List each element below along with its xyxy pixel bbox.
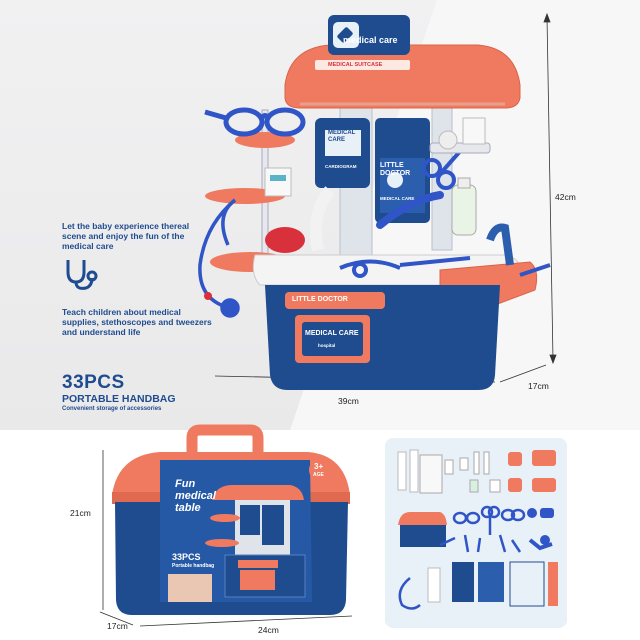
- feature-text-2: Teach children about medical supplies, s…: [62, 307, 212, 337]
- dimension-width-box: 24cm: [258, 625, 279, 635]
- dimension-lines-top: [214, 12, 557, 383]
- accessory-pieces: [397, 449, 558, 610]
- dimension-width-top: 39cm: [338, 396, 359, 406]
- toy-stethoscope: [198, 198, 240, 318]
- panel-screen: [325, 130, 361, 156]
- age-badge-circle: [309, 459, 331, 481]
- faucet: [486, 223, 514, 266]
- box-title-line3: table: [175, 502, 201, 514]
- dimension-depth-box: 17cm: [107, 621, 128, 631]
- doctor-board-sub: MEDICAL CARE: [380, 196, 415, 201]
- toy-tool-right: [519, 263, 551, 277]
- toy-medicine-right: [462, 117, 486, 145]
- dimension-lines-box: [99, 450, 353, 627]
- doctor-board-title: LITTLE DOCTOR: [380, 162, 411, 178]
- box-count: 33PCS: [172, 552, 201, 562]
- toy-hammer: [376, 191, 444, 229]
- headline-count: 33PCS: [62, 372, 125, 393]
- headline-caption: Convenient storage of accessories: [62, 406, 162, 412]
- toy-bowl: [265, 227, 305, 253]
- panel-title: MEDICAL CARE: [328, 130, 356, 143]
- lid-tag: [315, 60, 410, 70]
- lid-tag-text: MEDICAL SUITCASE: [328, 62, 383, 68]
- feature-text-1: Let the baby experience thereal scene an…: [62, 221, 190, 251]
- box-title-line2: medical: [175, 490, 216, 502]
- age-badge-sub: AGE: [313, 472, 324, 478]
- age-badge-text: 3+: [314, 462, 324, 471]
- front-banner-text: LITTLE DOCTOR: [292, 296, 348, 303]
- dimension-depth-top: 17cm: [528, 381, 549, 391]
- medicine-box: [264, 167, 292, 197]
- front-banner: [285, 292, 385, 309]
- dimension-height-top: 42cm: [555, 192, 576, 202]
- box-title-line1: Fun: [175, 478, 196, 490]
- box-subtitle: Portable handbag: [172, 563, 215, 569]
- lamp-arm: [309, 186, 335, 252]
- lid-sign-text: medical care: [343, 35, 398, 45]
- front-panel-sub: hospital: [318, 343, 336, 348]
- front-panel-title: MEDICAL CARE: [305, 330, 359, 337]
- toy-bottle: [451, 184, 477, 236]
- dimension-height-box: 21cm: [70, 508, 91, 518]
- stethoscope-icon: [60, 258, 100, 292]
- headline-subtitle: PORTABLE HANDBAG: [62, 393, 176, 405]
- counter-tools: [339, 256, 471, 278]
- box-photo: [168, 574, 212, 602]
- toy-glasses: [204, 107, 306, 137]
- small-tag: CARDIOGRAM: [325, 164, 357, 169]
- base-cabinet: [265, 285, 500, 390]
- box-handle: [186, 424, 264, 455]
- mini-lid: [212, 485, 304, 500]
